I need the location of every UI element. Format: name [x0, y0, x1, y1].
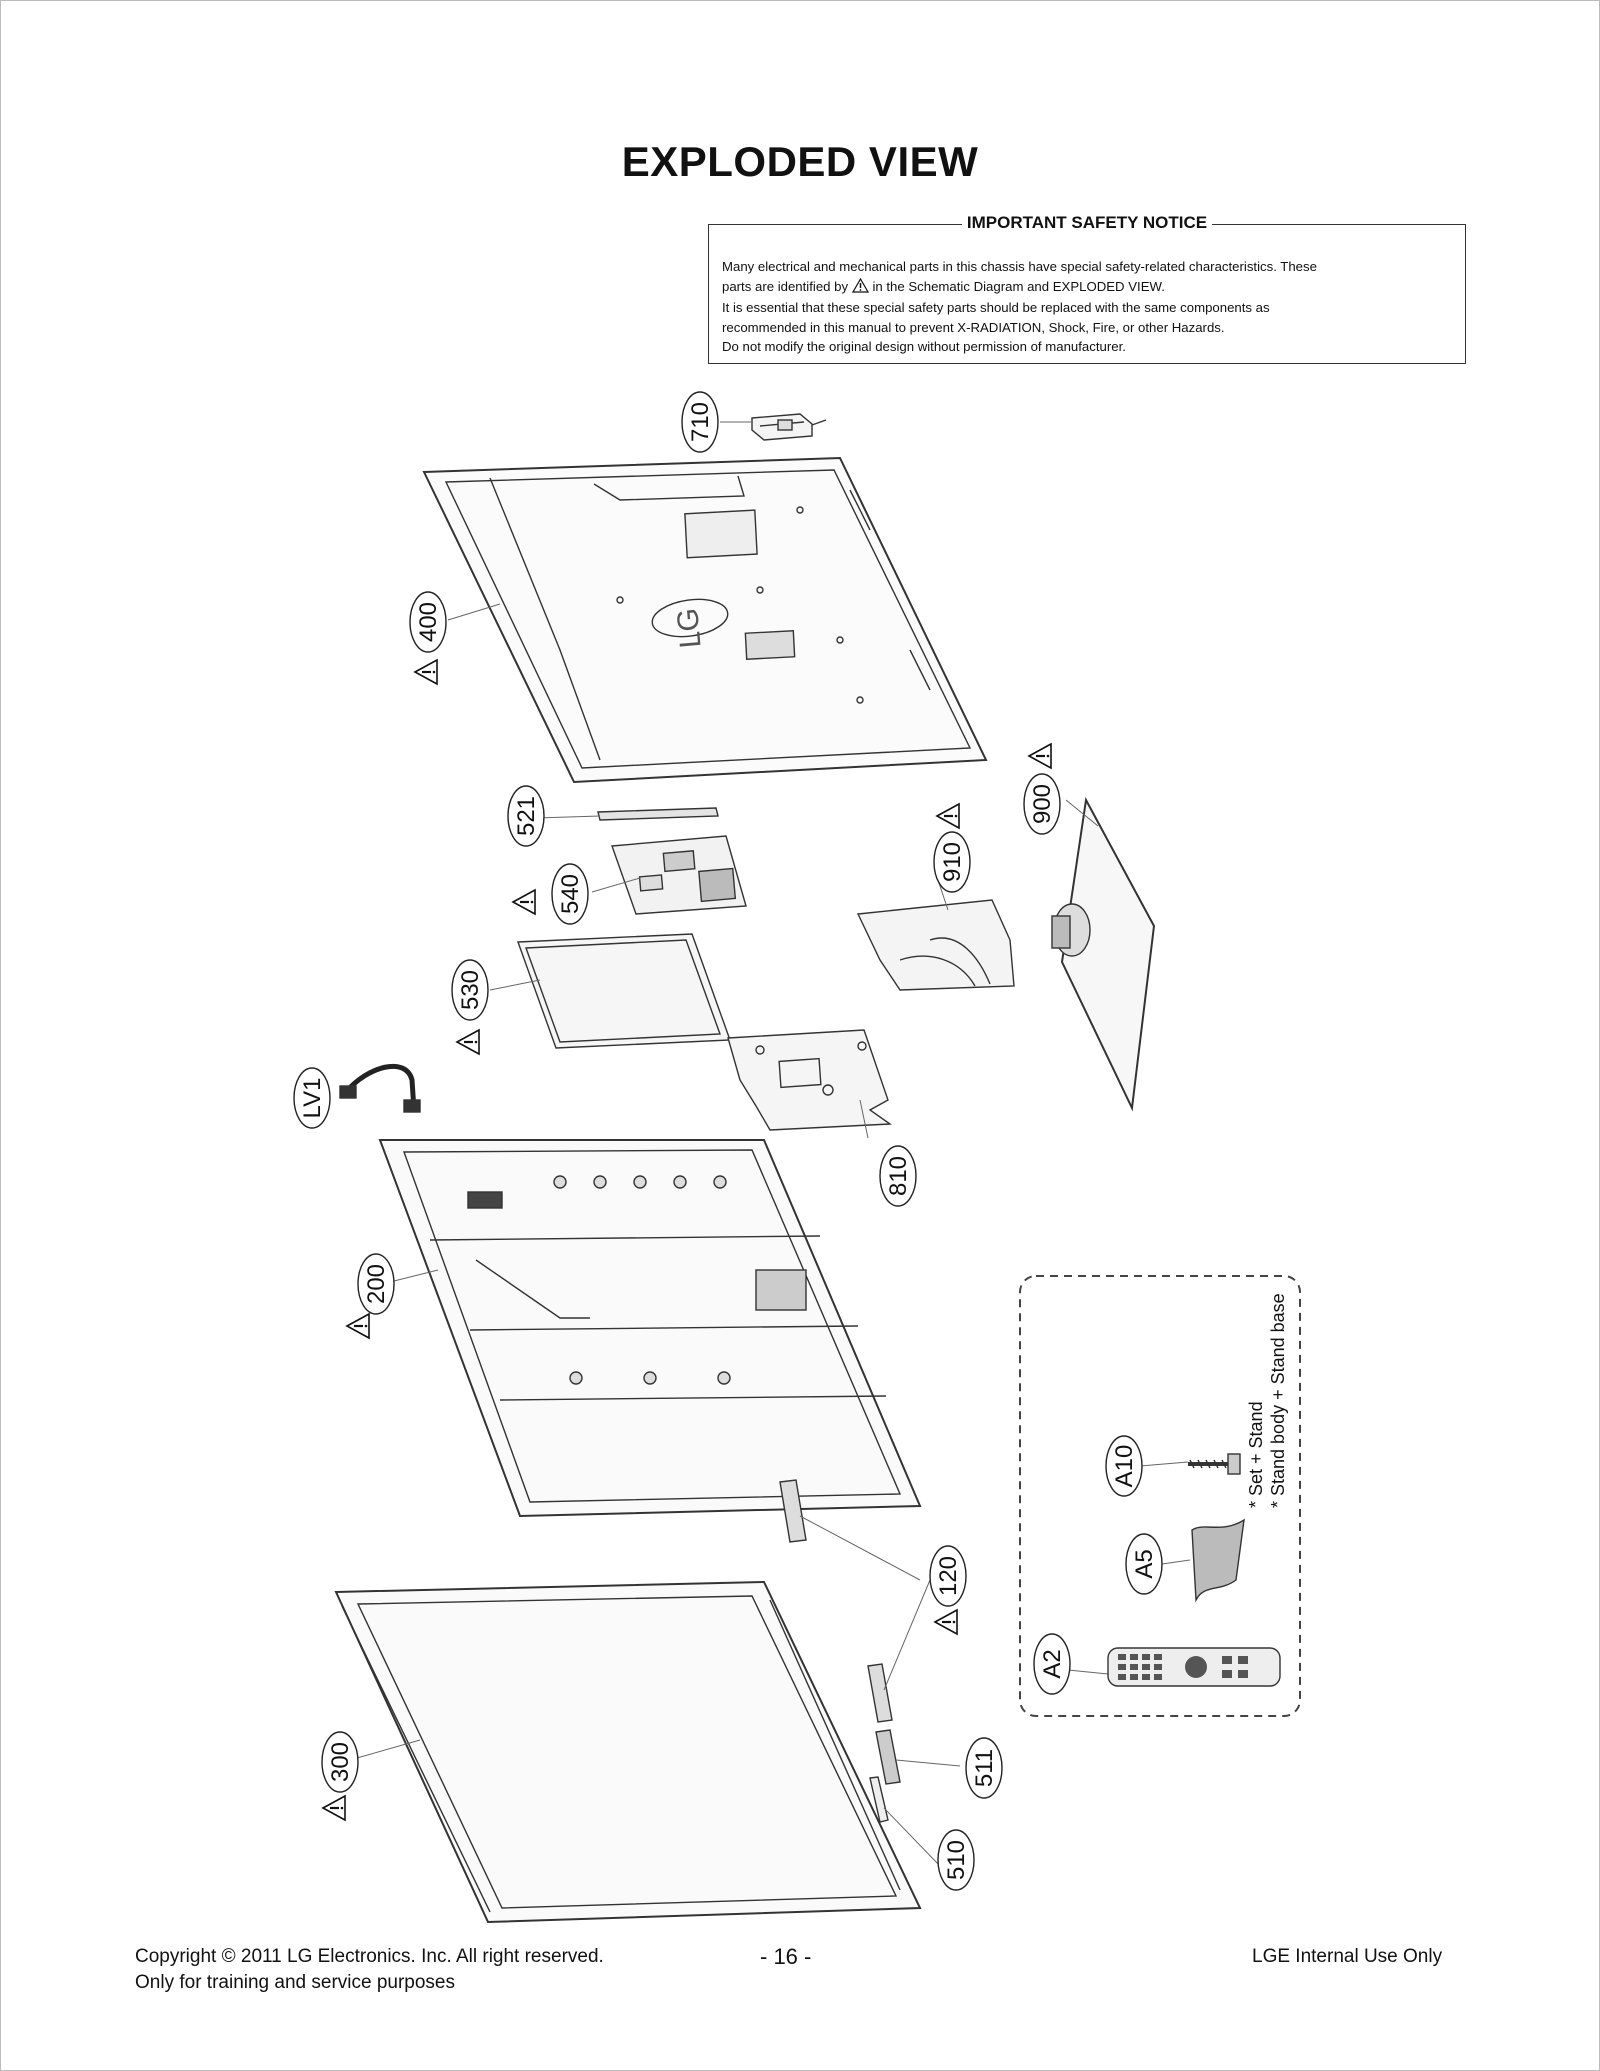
svg-text:510: 510 [943, 1840, 970, 1880]
svg-text:200: 200 [363, 1264, 390, 1304]
safety-notice-heading: IMPORTANT SAFETY NOTICE [961, 213, 1213, 232]
part-lv1-cable [339, 1063, 421, 1113]
warning-triangle-icon [933, 1608, 959, 1636]
label-521: 521 [507, 785, 545, 847]
warning-triangle-icon [321, 1794, 347, 1822]
label-540: 540 [551, 863, 589, 925]
warning-triangle-icon [511, 888, 537, 916]
label-120: 120 [929, 1545, 967, 1607]
label-lv1: LV1 [293, 1067, 331, 1129]
svg-text:LG: LG [671, 607, 707, 650]
notice-line: recommended in this manual to prevent X-… [722, 319, 1225, 335]
part-200-module-frame [378, 1139, 922, 1518]
label-a10: A10 [1105, 1435, 1143, 1497]
page-title: EXPLODED VIEW [621, 138, 979, 185]
svg-text:910: 910 [939, 842, 966, 882]
label-400: 400 [409, 591, 447, 653]
label-900: 900 [1023, 773, 1061, 835]
label-a5: A5 [1125, 1533, 1163, 1595]
svg-text:A10: A10 [1111, 1445, 1138, 1488]
label-a2: A2 [1033, 1633, 1071, 1695]
label-530: 530 [451, 959, 489, 1021]
part-540-main-board [611, 835, 747, 915]
part-a10-screw [1188, 1453, 1241, 1475]
part-530-power-board [517, 933, 731, 1049]
label-910: 910 [933, 831, 971, 893]
svg-text:* Stand body + Stand base: * Stand body + Stand base [1268, 1293, 1288, 1508]
label-510: 510 [937, 1829, 975, 1891]
part-810-bracket [727, 1029, 893, 1131]
svg-text:* Set + Stand: * Set + Stand [1246, 1401, 1266, 1508]
warning-triangle-icon [455, 1028, 481, 1056]
part-120-brackets [779, 1479, 893, 1723]
svg-text:900: 900 [1029, 784, 1056, 824]
notice-line: parts are identified by in the Schematic… [722, 277, 1452, 299]
warning-triangle-icon [345, 1312, 371, 1340]
part-300-front-bezel [334, 1580, 922, 1924]
svg-text:521: 521 [513, 796, 540, 836]
svg-text:A2: A2 [1039, 1649, 1066, 1678]
part-900-stand-base [1051, 796, 1156, 1112]
notice-line: It is essential that these special safet… [722, 300, 1270, 316]
label-300: 300 [321, 1731, 359, 1793]
part-521-drawing [597, 807, 719, 821]
warning-triangle-icon [413, 658, 439, 686]
label-810: 810 [879, 1145, 917, 1207]
notice-line: Do not modify the original design withou… [722, 339, 1126, 355]
svg-text:810: 810 [885, 1156, 912, 1196]
label-710: 710 [681, 391, 719, 453]
part-511-drawing [875, 1729, 901, 1785]
svg-text:710: 710 [687, 402, 714, 442]
warning-triangle-icon [851, 277, 869, 299]
footer-copyright: Copyright © 2011 LG Electronics. Inc. Al… [135, 1946, 604, 1993]
part-a2-remote [1107, 1647, 1281, 1687]
part-a5-drawing [1191, 1518, 1245, 1603]
warning-triangle-icon [1027, 742, 1053, 770]
svg-text:LV1: LV1 [299, 1078, 326, 1119]
svg-text:300: 300 [327, 1742, 354, 1782]
svg-text:A5: A5 [1131, 1549, 1158, 1578]
svg-text:540: 540 [557, 874, 584, 914]
footer-internal-note: LGE Internal Use Only [1252, 1946, 1443, 1967]
part-510-drawing [869, 1776, 889, 1823]
safety-notice-text: Many electrical and mechanical parts in … [722, 257, 1452, 357]
part-910-stand-body [856, 899, 1015, 991]
page-number: - 16 - [760, 1944, 812, 1969]
svg-text:511: 511 [971, 1749, 998, 1787]
safety-notice-box: IMPORTANT SAFETY NOTICE Many electrical … [708, 213, 1466, 364]
accessory-box [1019, 1275, 1301, 1717]
accessory-notes: * Set + Stand * Stand body + Stand base [1246, 1293, 1288, 1508]
svg-text:120: 120 [935, 1556, 962, 1596]
svg-text:530: 530 [457, 970, 484, 1010]
label-200: 200 [357, 1253, 395, 1315]
label-511: 511 [965, 1737, 1003, 1799]
warning-triangle-icon [935, 802, 961, 830]
part-710-drawing [751, 413, 827, 441]
notice-line: Many electrical and mechanical parts in … [722, 259, 1317, 274]
svg-text:400: 400 [415, 602, 442, 642]
part-400-back-cover: LG [422, 456, 988, 784]
